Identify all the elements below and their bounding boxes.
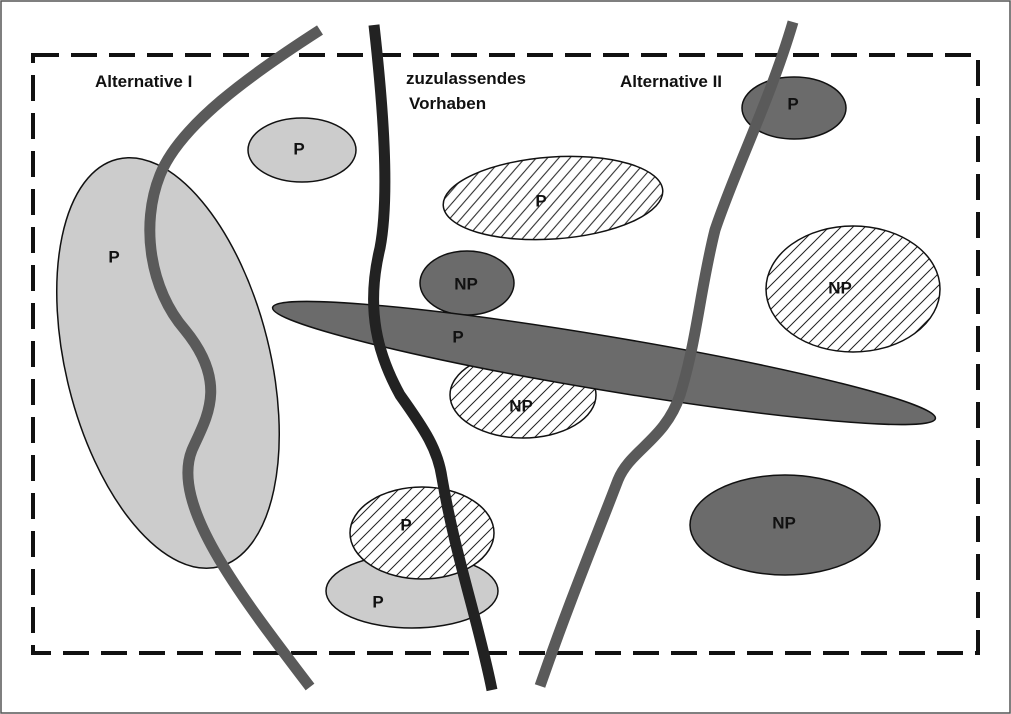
area-label: P: [787, 95, 798, 114]
area-label: P: [108, 248, 119, 267]
area-label: P: [535, 192, 546, 211]
area-label: NP: [454, 275, 478, 294]
protected-area-bottom-hatched: [349, 486, 495, 580]
route-project: [368, 24, 498, 692]
project-label-line1: zuzulassendes: [406, 69, 526, 88]
non-protected-area-dark-bottom-right: [689, 474, 881, 576]
alternative-2-label: Alternative II: [620, 72, 722, 91]
area-label: P: [293, 140, 304, 159]
protected-area-center-hatched: [442, 155, 664, 241]
area-label: NP: [509, 397, 533, 416]
area-label: P: [400, 516, 411, 535]
project-label-line2: Vorhaben: [409, 94, 486, 113]
alternative-1-label: Alternative I: [95, 72, 192, 91]
route-alternative-1: [144, 25, 323, 691]
study-area-frame: [31, 53, 980, 655]
area-label: P: [372, 593, 383, 612]
area-label: P: [452, 328, 463, 347]
route-alternative-2: [534, 20, 799, 688]
non-protected-area-hatched-right: [765, 225, 941, 353]
area-label: NP: [772, 514, 796, 533]
protected-area-top-small: [247, 117, 357, 183]
area-label: NP: [828, 279, 852, 298]
protected-area-long-dark: [271, 300, 937, 426]
